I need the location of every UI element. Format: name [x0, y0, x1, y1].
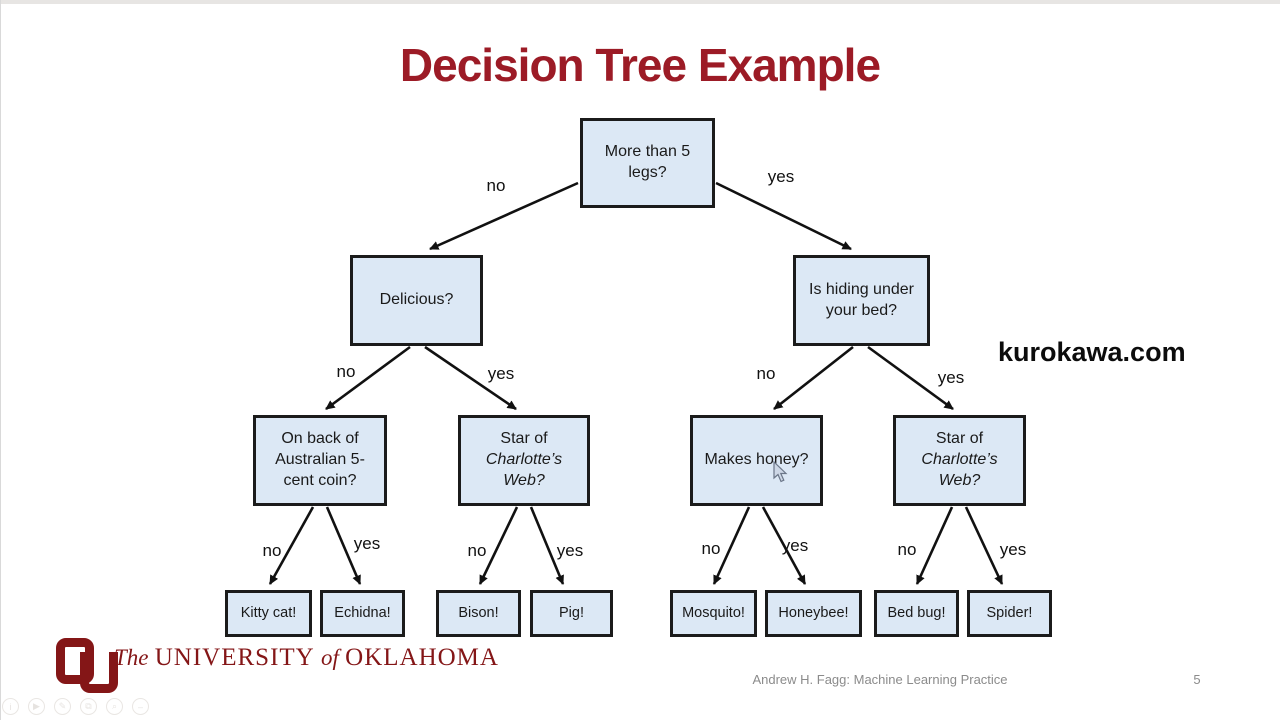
edge-label-coin-yes: yes: [353, 534, 381, 553]
leaf-pig: Pig!: [530, 590, 613, 637]
screen-left-edge: [0, 0, 1, 720]
edge-label-star-right-yes: yes: [999, 540, 1027, 559]
node-label: Star of Charlotte’s Web?: [485, 430, 563, 489]
node-label: Makes honey?: [704, 451, 809, 469]
node-star-charlottes-web-right: Star of Charlotte’s Web?: [893, 415, 1026, 506]
university-of-oklahoma-logo-icon: [54, 636, 118, 702]
ou-logo-u: [80, 652, 118, 693]
page-number: 5: [1193, 672, 1201, 687]
watermark-text: kurokawa.com: [998, 337, 1186, 367]
edge-label-star-left-no: no: [467, 541, 487, 560]
zoom-icon[interactable]: ⌕: [106, 698, 123, 715]
node-label: Delicious?: [379, 291, 454, 309]
node-makes-honey: Makes honey?: [690, 415, 823, 506]
node-australian-coin: On back of Australian 5-cent coin?: [253, 415, 387, 506]
leaf-honeybee: Honeybee!: [765, 590, 862, 637]
leaf-echidna: Echidna!: [320, 590, 405, 637]
edge-label-star-right-no: no: [897, 540, 917, 559]
mouse-cursor-icon: [773, 461, 788, 483]
edge-label-delicious-yes: yes: [487, 364, 515, 383]
pencil-icon[interactable]: ✎: [54, 698, 71, 715]
leaf-label: Echidna!: [334, 605, 391, 622]
edge-label-root-yes: yes: [767, 167, 795, 186]
leaf-label: Honeybee!: [778, 605, 849, 622]
play-icon[interactable]: ▶: [28, 698, 45, 715]
leaf-bed-bug: Bed bug!: [874, 590, 959, 637]
edge-label-root-no: no: [486, 176, 506, 195]
minus-icon[interactable]: –: [132, 698, 149, 715]
edge-label-coin-no: no: [262, 541, 282, 560]
node-delicious: Delicious?: [350, 255, 483, 346]
edge-label-star-left-yes: yes: [556, 541, 584, 560]
node-hiding-under-bed: Is hiding under your bed?: [793, 255, 930, 346]
leaf-mosquito: Mosquito!: [670, 590, 757, 637]
leaf-label: Spider!: [986, 605, 1033, 622]
leaf-spider: Spider!: [967, 590, 1052, 637]
leaf-label: Bed bug!: [887, 605, 946, 622]
university-wordmark: The UNIVERSITY of OKLAHOMA: [114, 644, 499, 671]
edge-label-hiding-no: no: [756, 364, 776, 383]
node-star-charlottes-web-left: Star of Charlotte’s Web?: [458, 415, 590, 506]
page-title: Decision Tree Example: [399, 39, 881, 91]
edge-label-delicious-no: no: [336, 362, 356, 381]
edge-label-hiding-yes: yes: [937, 368, 965, 387]
leaf-label: Pig!: [559, 605, 584, 622]
info-icon[interactable]: i: [2, 698, 19, 715]
leaf-bison: Bison!: [436, 590, 521, 637]
annotation-toolbar: i ▶ ✎ ⧉ ⌕ –: [0, 698, 149, 718]
node-label: More than 5 legs?: [604, 143, 691, 181]
leaf-label: Mosquito!: [682, 605, 745, 622]
edge-label-honey-no: no: [701, 539, 721, 558]
node-label: Star of Charlotte’s Web?: [921, 430, 998, 489]
footer-attribution: Andrew H. Fagg: Machine Learning Practic…: [752, 672, 1008, 687]
edge-label-honey-yes: yes: [781, 536, 809, 555]
leaf-kitty-cat: Kitty cat!: [225, 590, 312, 637]
leaf-label: Bison!: [458, 605, 499, 622]
copy-icon[interactable]: ⧉: [80, 698, 97, 715]
leaf-label: Kitty cat!: [240, 605, 297, 622]
node-label: Is hiding under your bed?: [809, 280, 914, 319]
node-root: More than 5 legs?: [580, 118, 715, 208]
screen-top-edge: [0, 0, 1280, 4]
node-label: On back of Australian 5-cent coin?: [275, 430, 365, 489]
